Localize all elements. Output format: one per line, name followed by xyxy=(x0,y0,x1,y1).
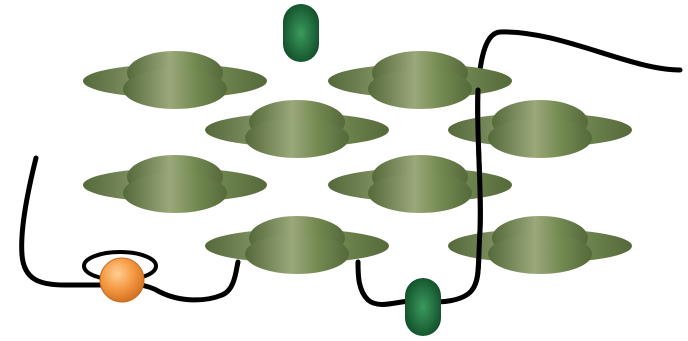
cloud-shape xyxy=(328,155,512,213)
cloud-shape xyxy=(328,51,512,109)
cloud-shape xyxy=(205,216,389,274)
cloud-shape xyxy=(205,100,389,158)
sphere-shape xyxy=(100,258,144,302)
capsule-shape xyxy=(283,4,319,62)
cloud-shape xyxy=(83,155,267,213)
cloud-shape xyxy=(83,51,267,109)
capsule-shape xyxy=(405,278,441,336)
cloud-group xyxy=(83,51,632,274)
cloud-shape xyxy=(448,216,632,274)
